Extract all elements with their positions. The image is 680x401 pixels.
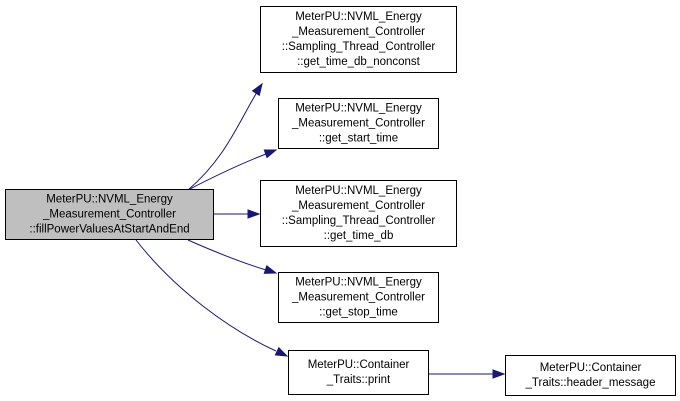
node-label-line: MeterPU::NVML_Energy (295, 103, 422, 115)
node-label-line: ::get_time_db_nonconst (297, 56, 421, 68)
nodes-layer: MeterPU::NVML_Energy_Measurement_Control… (5, 6, 676, 396)
node-header[interactable]: MeterPU::Container_Traits::header_messag… (505, 355, 676, 396)
arrowhead-icon (274, 346, 289, 357)
arrowhead-icon (263, 149, 278, 159)
arrowhead-icon (247, 209, 261, 219)
node-nonconst[interactable]: MeterPU::NVML_Energy_Measurement_Control… (260, 6, 457, 73)
arrowhead-icon (251, 82, 263, 97)
node-label-line: _Measurement_Controller (291, 26, 425, 38)
node-box[interactable] (288, 350, 429, 395)
node-box[interactable] (260, 180, 457, 247)
node-stop[interactable]: MeterPU::NVML_Energy_Measurement_Control… (278, 272, 439, 323)
node-label-line: _Traits::header_message (525, 377, 656, 389)
node-label-line: _Measurement_Controller (291, 200, 425, 212)
edge-line (187, 239, 267, 271)
node-label-line: MeterPU::NVML_Energy (295, 277, 422, 289)
node-timedb[interactable]: MeterPU::NVML_Energy_Measurement_Control… (260, 180, 457, 247)
node-fill[interactable]: MeterPU::NVML_Energy_Measurement_Control… (5, 189, 214, 240)
node-label-line: _Traits::print (326, 374, 391, 386)
node-box[interactable] (5, 189, 214, 240)
node-box[interactable] (278, 98, 439, 149)
node-label-line: ::fillPowerValuesAtStartAndEnd (29, 224, 189, 236)
node-label-line: ::Sampling_Thread_Controller (282, 41, 436, 53)
node-label-line: ::get_start_time (319, 133, 398, 145)
node-box[interactable] (505, 355, 676, 396)
edge-fill-to-nonconst (187, 82, 263, 191)
edges-layer (135, 82, 506, 379)
node-print[interactable]: MeterPU::Container_Traits::print (288, 350, 429, 395)
edge-line (187, 153, 267, 191)
node-label-line: _Measurement_Controller (42, 209, 176, 221)
node-label-line: ::get_stop_time (319, 307, 398, 319)
node-start[interactable]: MeterPU::NVML_Energy_Measurement_Control… (278, 98, 439, 149)
node-label-line: ::get_time_db (324, 230, 394, 242)
node-label-line: ::Sampling_Thread_Controller (282, 215, 436, 227)
edge-print-to-header (428, 369, 506, 379)
node-label-line: MeterPU::NVML_Energy (295, 11, 422, 23)
node-label-line: _Measurement_Controller (291, 118, 425, 130)
edge-fill-to-print (135, 239, 289, 357)
node-box[interactable] (278, 272, 439, 323)
arrowhead-icon (492, 369, 506, 379)
node-label-line: MeterPU::Container (308, 359, 410, 371)
edge-line (135, 239, 277, 352)
edge-fill-to-stop (187, 239, 278, 274)
node-label-line: MeterPU::NVML_Energy (295, 185, 422, 197)
node-box[interactable] (260, 6, 457, 73)
node-label-line: MeterPU::NVML_Energy (46, 194, 173, 206)
node-label-line: _Measurement_Controller (291, 292, 425, 304)
arrowhead-icon (263, 264, 278, 274)
edge-fill-to-start (187, 149, 278, 191)
edge-fill-to-timedb (213, 209, 261, 219)
edge-line (187, 83, 263, 191)
node-label-line: MeterPU::Container (540, 362, 642, 374)
